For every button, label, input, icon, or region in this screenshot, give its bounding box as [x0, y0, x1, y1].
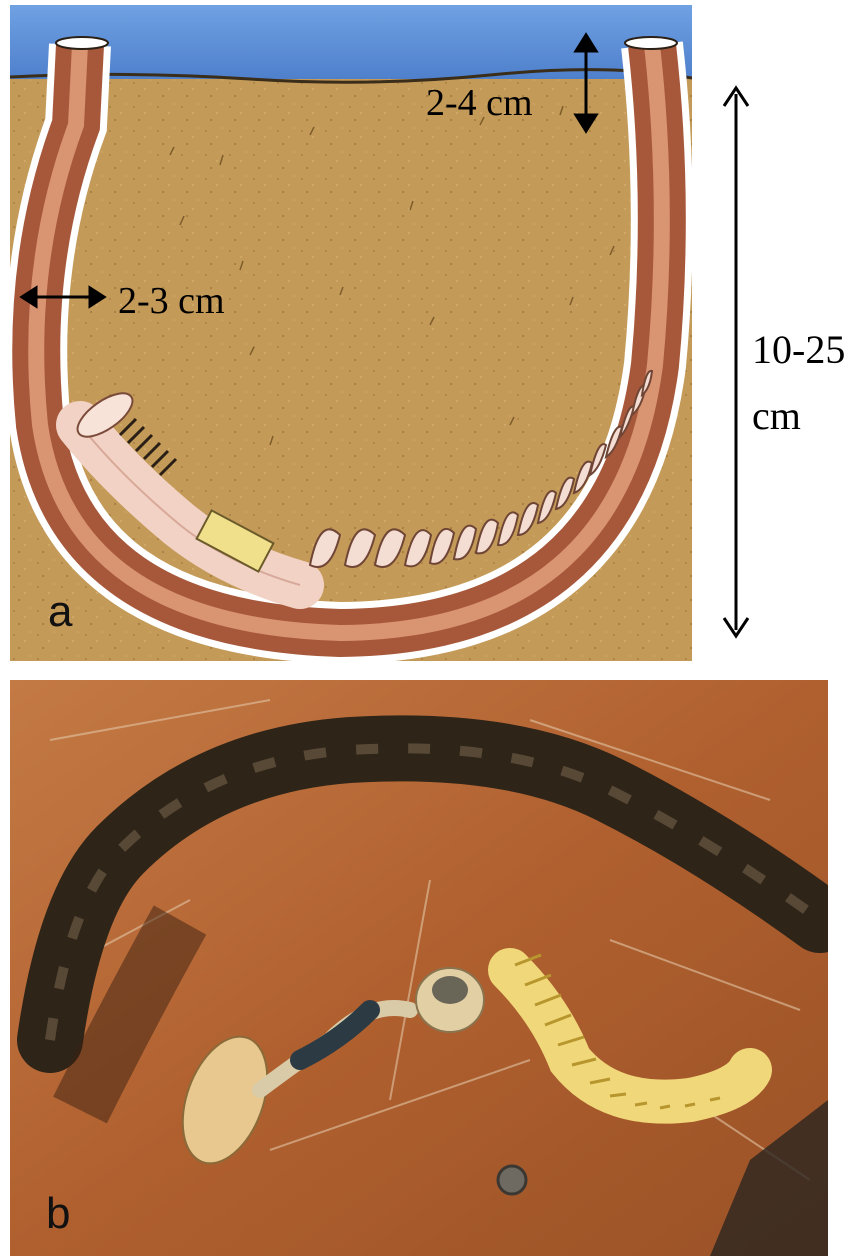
panel-a-illustration	[10, 5, 692, 661]
width-label: 2-3 cm	[118, 282, 225, 320]
panel-b-letter: b	[46, 1192, 70, 1236]
total-length-value: 10-25	[752, 330, 845, 370]
depth-label: 2-4 cm	[426, 84, 533, 122]
panel-a-letter: a	[48, 590, 72, 634]
burrow-diagram	[10, 5, 692, 661]
total-length-arrow	[716, 82, 756, 642]
total-length-unit: cm	[752, 396, 801, 436]
worm-photo	[10, 680, 828, 1256]
panel-b-photo	[10, 680, 828, 1256]
screw	[498, 1166, 526, 1194]
